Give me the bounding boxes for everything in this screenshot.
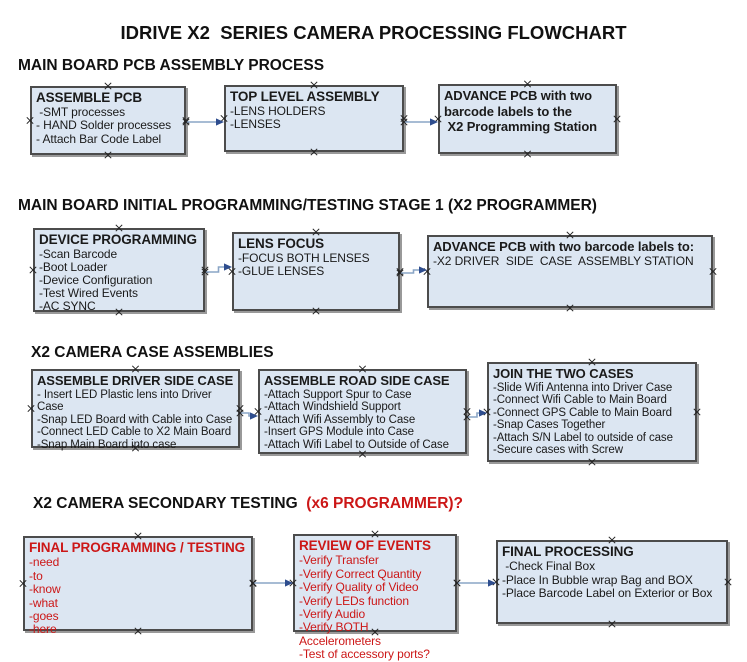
box-title: FINAL PROGRAMMING / TESTING (29, 540, 246, 555)
box-line: -Scan Barcode (39, 247, 118, 262)
box-title: FINAL PROCESSING (502, 544, 634, 559)
flow-box-device-programming: DEVICE PROGRAMMING -Scan Barcode -Boot L… (33, 228, 205, 312)
box-title: ASSEMBLE ROAD SIDE CASE (264, 373, 450, 388)
box-title: ADVANCE PCB with two barcode labels to: (433, 239, 694, 254)
box-line: -Verify Quality of Video (299, 580, 419, 595)
box-title: ADVANCE PCB with two barcode labels to t… (444, 88, 598, 135)
flow-box-lens-focus: LENS FOCUS -FOCUS BOTH LENSES -GLUE LENS… (232, 232, 400, 311)
box-title: ASSEMBLE PCB (36, 90, 143, 105)
flow-box-top-level-assembly: TOP LEVEL ASSEMBLY -LENS HOLDERS -LENSES (224, 85, 404, 152)
box-line: -Check Final Box (502, 559, 595, 574)
box-line: -Insert GPS Module into Case (264, 426, 414, 439)
heading-red-part: (x6 PROGRAMMER)? (297, 495, 464, 512)
box-title: REVIEW OF EVENTS (299, 538, 431, 553)
box-line: - Insert LED Plastic lens into Driver Ca… (37, 388, 215, 414)
flow-box-advance-pcb-programming-station: ADVANCE PCB with two barcode labels to t… (438, 84, 617, 154)
box-line: -Secure cases with Screw (493, 444, 623, 457)
box-line: -FOCUS BOTH LENSES (238, 251, 370, 266)
box-title: LENS FOCUS (238, 236, 325, 251)
flow-box-advance-pcb-driver-side: ADVANCE PCB with two barcode labels to: … (427, 235, 713, 308)
box-line: -know (29, 582, 61, 597)
flow-box-review-of-events: REVIEW OF EVENTS -Verify Transfer -Verif… (293, 534, 457, 661)
box-line: -Attach Wifi Label to Outside of Case (264, 438, 449, 451)
box-line: -SMT processes (36, 105, 125, 120)
box-line: -need (29, 555, 60, 570)
box-line: -Verify BOTH Accelerometers (299, 620, 381, 648)
box-line: -GLUE LENSES (238, 264, 325, 279)
box-line: -Snap LED Board with Cable into Case (37, 413, 233, 426)
flow-box-join-two-cases: JOIN THE TWO CASES -Slide Wifi Antenna i… (487, 362, 697, 462)
box-line: -LENSES (230, 117, 281, 132)
flow-box-final-programming-testing: FINAL PROGRAMMING / TESTING -need -to -k… (23, 536, 253, 636)
box-line: -Device Configuration (39, 272, 153, 287)
flow-box-assemble-pcb: ASSEMBLE PCB -SMT processes - HAND Solde… (30, 86, 186, 155)
box-line: -Test Wired Events (39, 285, 138, 300)
box-line: -goes (29, 608, 59, 623)
box-line: -Verify Correct Quantity (299, 566, 422, 581)
box-line: -Connect GPS Cable to Main Board (493, 406, 672, 419)
box-line: -Place In Bubble wrap Bag and BOX (502, 572, 693, 587)
heading-black-part: X2 CAMERA SECONDARY TESTING (33, 495, 298, 512)
box-line: -Attach S/N Label to outside of case (493, 431, 673, 444)
box-title: TOP LEVEL ASSEMBLY (230, 89, 380, 104)
box-line: -Test of accessory ports? (299, 647, 430, 662)
flow-box-final-processing: FINAL PROCESSING -Check Final Box -Place… (496, 540, 728, 624)
box-line: -Verify LEDs function (299, 593, 409, 608)
section-heading-secondary-testing: X2 CAMERA SECONDARY TESTING (x6 PROGRAMM… (33, 495, 463, 512)
box-line: -Attach Windshield Support (264, 401, 401, 414)
box-line: -Attach Wifi Assembly to Case (264, 413, 416, 426)
flow-box-assemble-road-side-case: ASSEMBLE ROAD SIDE CASE -Attach Support … (258, 369, 467, 454)
box-line: -X2 DRIVER SIDE CASE ASSEMBLY STATION (433, 253, 694, 268)
box-line: -Slide Wifi Antenna into Driver Case (493, 381, 673, 394)
box-title: JOIN THE TWO CASES (493, 366, 634, 381)
section-heading-case-assemblies: X2 CAMERA CASE ASSEMBLIES (31, 344, 274, 361)
box-line: -here (29, 622, 57, 637)
box-line: -Connect LED Cable to X2 Main Board (37, 426, 232, 439)
box-line: -Connect Wifi Cable to Main Board (493, 394, 667, 407)
section-heading-pcb-assembly: MAIN BOARD PCB ASSEMBLY PROCESS (18, 57, 325, 74)
flow-box-assemble-driver-side-case: ASSEMBLE DRIVER SIDE CASE - Insert LED P… (31, 369, 240, 451)
box-line: -Verify Transfer (299, 553, 379, 568)
box-line: -to (29, 568, 43, 583)
box-line: -Snap Cases Together (493, 419, 606, 432)
box-line: -Snap Main Board into case (37, 438, 177, 451)
box-line: - Attach Bar Code Label (36, 131, 162, 146)
box-title: ASSEMBLE DRIVER SIDE CASE (37, 373, 234, 388)
page-title: IDRIVE X2 SERIES CAMERA PROCESSING FLOWC… (120, 22, 627, 43)
box-line: -Verify Audio (299, 606, 366, 621)
box-line: -AC SYNC (39, 298, 96, 313)
box-line: -what (29, 595, 58, 610)
box-title: DEVICE PROGRAMMING (39, 232, 197, 247)
box-line: -Attach Support Spur to Case (264, 388, 412, 401)
box-line: -Boot Loader (39, 260, 108, 275)
box-line: -Place Barcode Label on Exterior or Box (502, 586, 713, 601)
box-line: -LENS HOLDERS (230, 104, 326, 119)
box-line: - HAND Solder processes (36, 118, 172, 133)
section-heading-initial-programming: MAIN BOARD INITIAL PROGRAMMING/TESTING S… (18, 197, 597, 214)
